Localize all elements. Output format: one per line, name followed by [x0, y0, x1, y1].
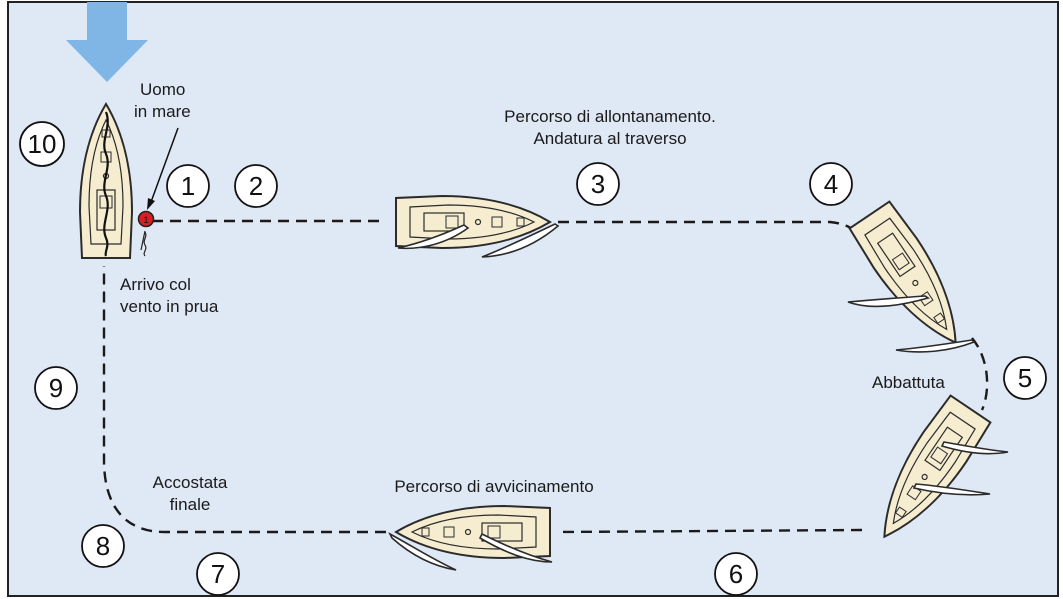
step-4: 4	[809, 162, 853, 206]
label-final-turn-line1: Accostata	[153, 473, 228, 492]
step-2: 2	[234, 164, 278, 208]
label-arrival-line2: vento in prua	[120, 297, 219, 316]
step-5-number: 5	[1018, 363, 1032, 393]
step-6: 6	[714, 552, 758, 596]
step-1-number: 1	[181, 171, 195, 201]
label-gybe: Abbattuta	[872, 373, 945, 392]
label-outbound-line1: Percorso di allontanamento.	[504, 107, 716, 126]
label-approach: Percorso di avvicinamento	[394, 477, 593, 496]
boat-4-sails	[847, 295, 976, 353]
step-3: 3	[576, 162, 620, 206]
step-7: 7	[196, 552, 240, 596]
step-7-number: 7	[211, 559, 225, 589]
boat-10	[79, 103, 133, 259]
step-5: 5	[1003, 356, 1047, 400]
step-9: 9	[34, 366, 78, 410]
step-1: 1	[166, 164, 210, 208]
label-outbound-line2: Andatura al traverso	[533, 129, 686, 148]
pointer-arrow-icon	[147, 127, 179, 210]
step-9-number: 9	[49, 373, 63, 403]
man-overboard-buoy: 1	[137, 210, 155, 257]
step-2-number: 2	[249, 171, 263, 201]
step-3-number: 3	[591, 169, 605, 199]
frame-border	[7, 1, 1059, 597]
step-10-number: 10	[28, 129, 57, 159]
wind-arrow-icon	[66, 2, 148, 82]
label-man-overboard-line2: in mare	[134, 102, 191, 121]
step-4-number: 4	[824, 169, 838, 199]
boat-7-sails	[388, 532, 553, 571]
boat-5-sails	[912, 441, 1009, 496]
label-man-overboard-line1: Uomo	[140, 80, 185, 99]
buoy-number: 1	[143, 215, 148, 225]
label-arrival-line1: Arrivo col	[120, 275, 191, 294]
step-8: 8	[81, 524, 125, 568]
step-6-number: 6	[729, 559, 743, 589]
label-final-turn-line2: finale	[170, 495, 211, 514]
step-10: 10	[19, 121, 65, 167]
step-8-number: 8	[96, 531, 110, 561]
boat-3-sails	[397, 223, 560, 258]
